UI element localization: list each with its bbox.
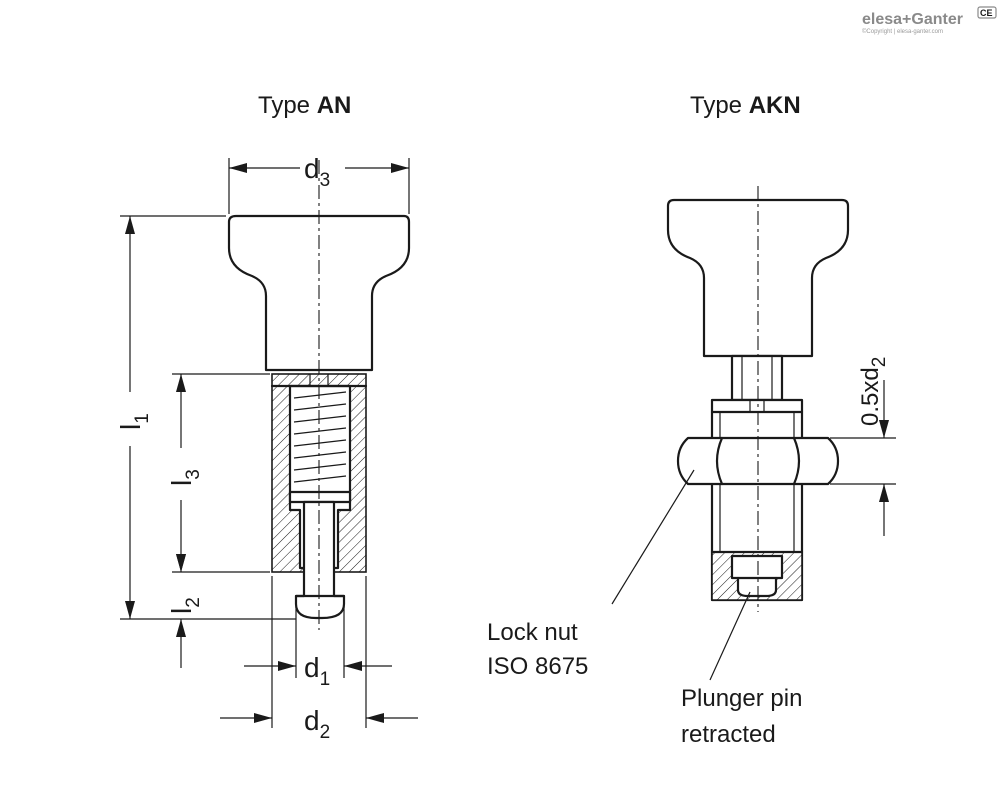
an-washer [288, 490, 352, 504]
half-d2-arrow-top-icon [879, 420, 889, 438]
l1-label: l1 [115, 413, 153, 430]
d2-arrow-left-icon [254, 713, 272, 723]
d1-label: d1 [304, 652, 330, 690]
d2-label: d2 [304, 705, 330, 743]
half-d2-arrow-bottom-icon [879, 484, 889, 502]
an-dimensions: d3 l1 l3 l2 d1 [115, 153, 418, 743]
type-an-title: Type AN [258, 92, 351, 119]
akn-pin-stem [730, 354, 784, 402]
brand-logo: elesa+Ganter ©Copyright | elesa-ganter.c… [862, 6, 997, 35]
ce-mark-icon: CE [980, 8, 993, 18]
d2-arrow-right-icon [366, 713, 384, 723]
plunger-pin-leader [709, 591, 751, 681]
akn-dimensions: 0.5xd2 [830, 357, 896, 536]
d3-arrow-right-icon [391, 163, 409, 173]
d1-arrow-right-icon [344, 661, 362, 671]
l1-arrow-bottom-icon [125, 601, 135, 619]
callouts: Lock nut ISO 8675 Plunger pin retracted [487, 469, 802, 748]
akn-nut-facet-left [715, 436, 724, 486]
l3-label: l3 [166, 469, 204, 486]
type-akn-drawing [666, 186, 850, 612]
plunger-pin-label-line2: retracted [681, 721, 776, 748]
an-spring [293, 391, 347, 483]
l2-label: l2 [166, 597, 204, 614]
logo-text: elesa+Ganter [862, 11, 963, 28]
type-an-drawing [227, 160, 411, 630]
d1-arrow-left-icon [278, 661, 296, 671]
type-akn-title: Type AKN [690, 92, 801, 119]
akn-knob [666, 198, 850, 358]
d3-arrow-left-icon [229, 163, 247, 173]
lock-nut-label-line2: ISO 8675 [487, 653, 588, 680]
half-d2-label: 0.5xd2 [857, 357, 890, 426]
l1-arrow-top-icon [125, 216, 135, 234]
ce-mark-frame [977, 6, 997, 19]
logo-copyright: ©Copyright | elesa-ganter.com [862, 28, 943, 35]
l3-arrow-top-icon [176, 374, 186, 392]
l2-arrow-bottom-icon [176, 619, 186, 637]
akn-retracted-pin [730, 554, 784, 598]
plunger-pin-label-line1: Plunger pin [681, 685, 802, 712]
l2-arrow-top-icon [176, 554, 186, 572]
d3-label: d3 [304, 153, 330, 191]
lock-nut-label-line1: Lock nut [487, 619, 578, 646]
akn-nut-facet-right [792, 436, 801, 486]
lock-nut-leader [611, 469, 695, 605]
